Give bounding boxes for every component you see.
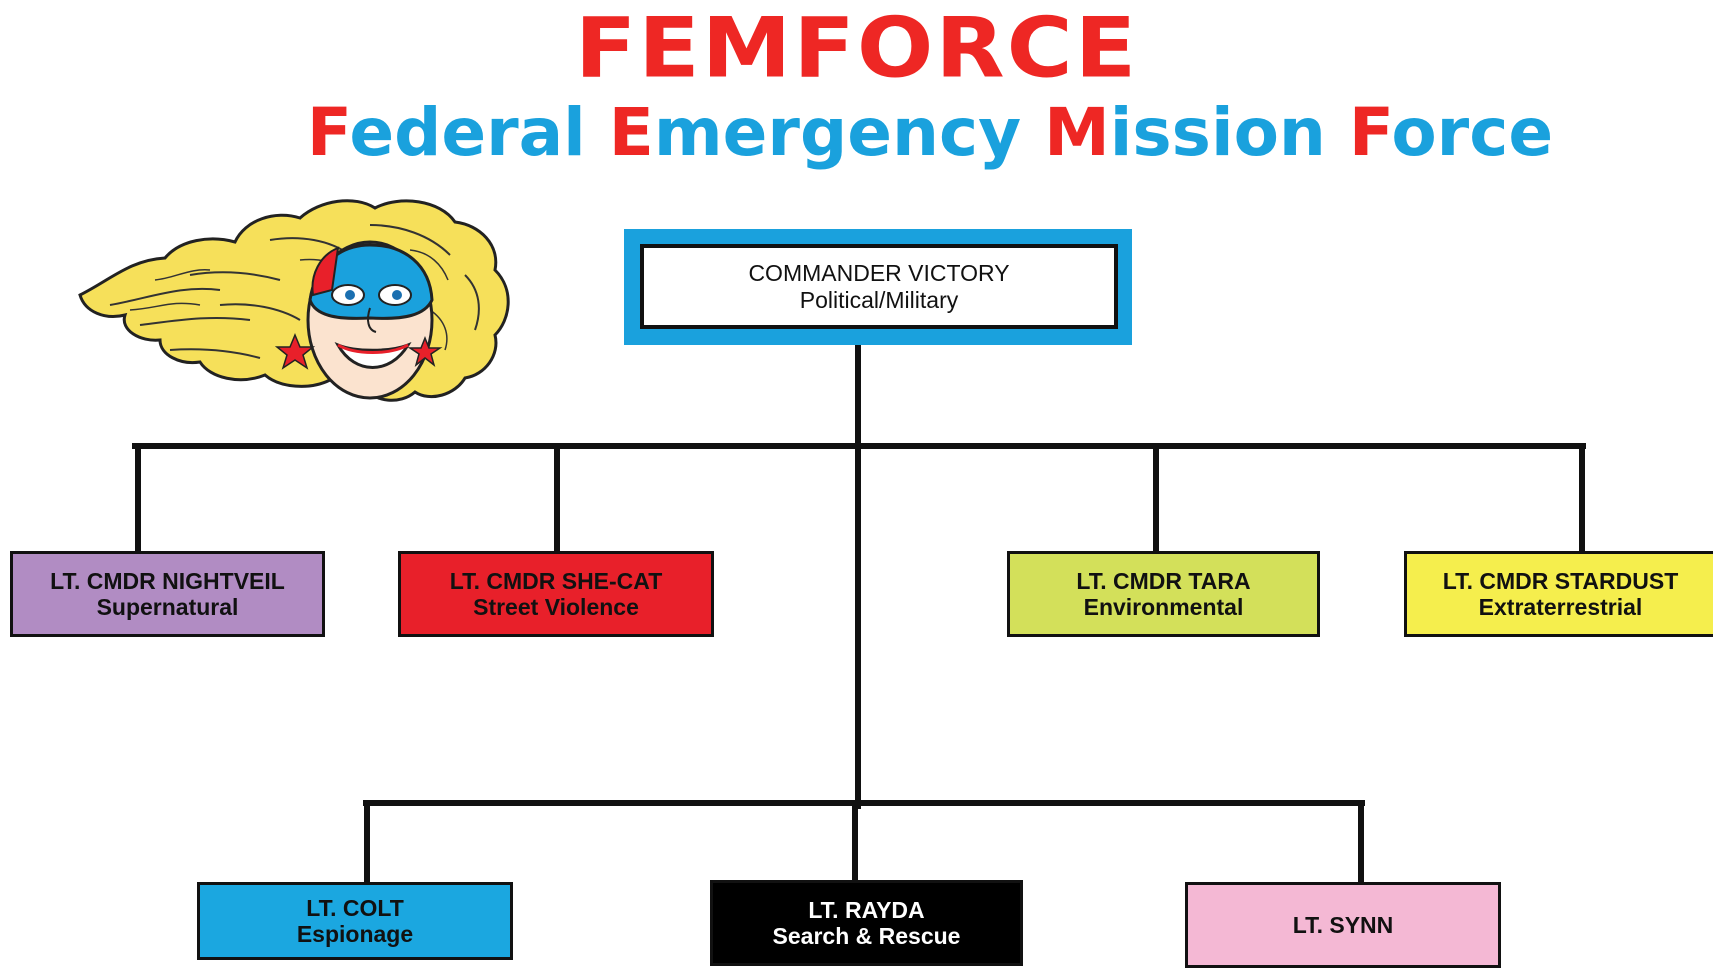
subtitle-word: orce [1391, 94, 1554, 171]
commander-name: COMMANDER VICTORY [748, 260, 1010, 287]
node-role: Search & Rescue [772, 923, 961, 949]
node-lt-cmdr-tara: LT. CMDR TARA Environmental [1007, 551, 1320, 637]
node-lt-rayda: LT. RAYDA Search & Rescue [710, 880, 1023, 966]
masked-heroine-head-icon [78, 199, 510, 402]
subtitle-initial: M [1044, 94, 1110, 171]
node-lt-synn: LT. SYNN [1185, 882, 1501, 968]
node-lt-cmdr-nightveil: LT. CMDR NIGHTVEIL Supernatural [10, 551, 325, 637]
node-name: LT. COLT [306, 894, 404, 921]
node-role: Espionage [296, 921, 414, 947]
node-name: LT. CMDR STARDUST [1442, 567, 1679, 594]
commander-node: COMMANDER VICTORY Political/Military [640, 244, 1118, 329]
subtitle-initial: F [1348, 94, 1392, 171]
subtitle-initial: F [306, 94, 350, 171]
page-title: FEMFORCE [574, 0, 1139, 97]
page-subtitle: Federal Emergency Mission Force [270, 100, 1590, 166]
node-role: Extraterrestrial [1478, 594, 1643, 620]
subtitle-word: ederal [349, 94, 609, 171]
node-name: LT. CMDR SHE-CAT [449, 567, 663, 594]
node-role: Supernatural [96, 594, 239, 620]
node-name: LT. RAYDA [808, 896, 925, 923]
node-name: LT. CMDR NIGHTVEIL [50, 567, 285, 594]
node-lt-colt: LT. COLT Espionage [197, 882, 513, 960]
node-role: Street Violence [473, 594, 639, 620]
commander-role: Political/Military [799, 286, 959, 313]
subtitle-word: mergency [653, 94, 1045, 171]
node-lt-cmdr-she-cat: LT. CMDR SHE-CAT Street Violence [398, 551, 714, 637]
node-lt-cmdr-stardust: LT. CMDR STARDUST Extraterrestrial [1404, 551, 1713, 637]
subtitle-initial: E [608, 94, 654, 171]
node-name: LT. SYNN [1292, 911, 1394, 938]
node-role: Environmental [1083, 594, 1244, 620]
subtitle-word: ission [1109, 94, 1349, 171]
node-name: LT. CMDR TARA [1076, 567, 1251, 594]
